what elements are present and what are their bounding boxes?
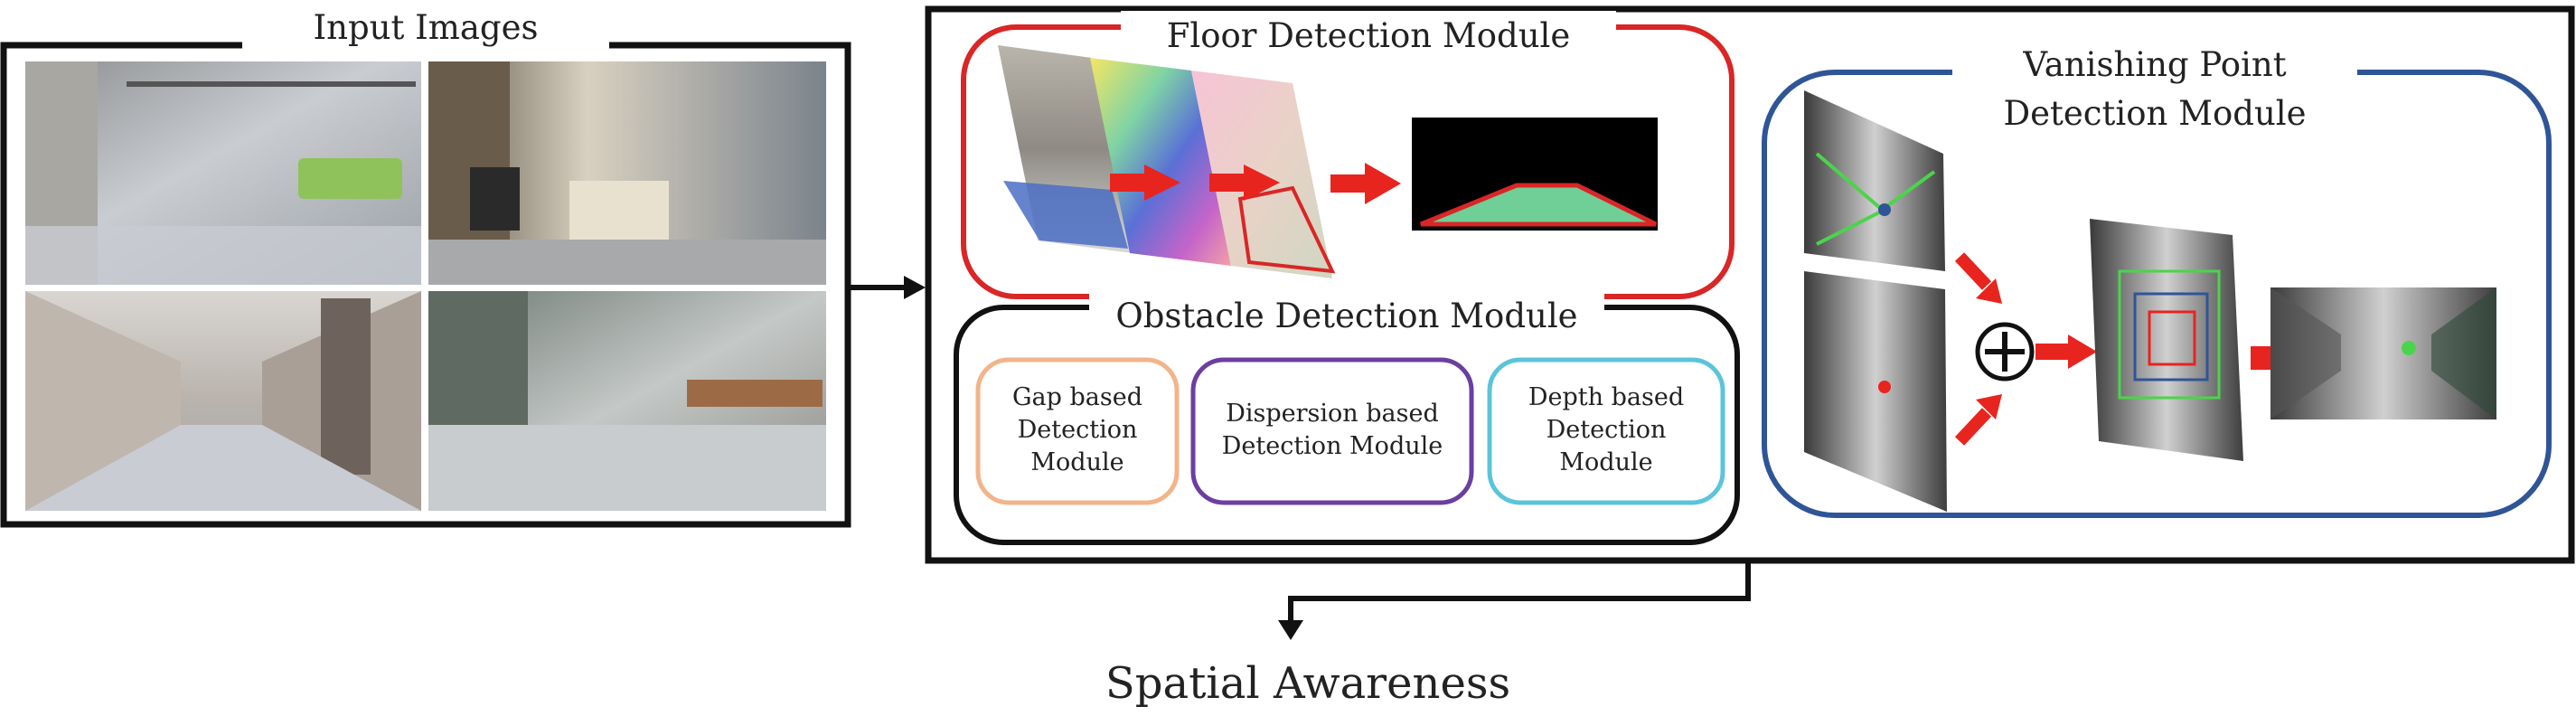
gap-detection-box: Gap based Detection Module [975,357,1180,505]
vp-module-title-line2: Detection Module [2003,94,2306,133]
floor-module-title: Floor Detection Module [1167,16,1571,55]
vp-arrow-to-fusion [2035,334,2097,369]
input-to-main-arrow [848,276,926,299]
input-images-title: Input Images [314,8,539,47]
input-image-garage [428,61,826,285]
gap-box-line-1: Gap based [1012,383,1142,411]
dispersion-box-line-1: Dispersion based [1226,400,1439,428]
floor-stack-arrow-2 [1209,165,1280,201]
floor-mask-output [1412,118,1658,231]
vp-point-frame [1804,271,1947,512]
depth-box-line-2: Detection [1547,416,1667,444]
dispersion-detection-box: Dispersion based Detection Module [1190,357,1474,505]
vp-fusion-frame [2090,219,2243,461]
depth-box-line-1: Depth based [1528,383,1684,411]
obstacle-module-title: Obstacle Detection Module [1115,297,1577,335]
vp-arrow-bottom [1954,394,2002,446]
input-image-corridor [25,291,421,511]
vp-arrow-top [1954,252,2002,304]
vanishing-point-result [2270,287,2496,419]
spatial-awareness-label: Spatial Awareness [1105,658,1510,709]
input-images-panel: Input Images [0,8,851,528]
dispersion-box-line-2: Detection Module [1222,432,1443,460]
floor-stack-arrow-1 [1110,165,1180,201]
depth-detection-box: Depth based Detection Module [1487,357,1725,505]
depth-map-frame [1090,58,1231,266]
vanishing-point-module: Vanishing Point Detection Module [1762,45,2552,518]
gap-box-line-3: Module [1030,448,1123,476]
vp-module-title-line1: Vanishing Point [2022,45,2286,84]
combine-icon [1975,322,2035,382]
floor-output-arrow [1330,163,1401,204]
floor-detection-module: Floor Detection Module [961,11,1735,299]
main-to-output-connector [1278,561,1751,640]
obstacle-detection-module: Obstacle Detection Module Gap based Dete… [954,289,1740,545]
depth-box-line-3: Module [1559,448,1652,476]
input-image-lobby [25,61,421,285]
gap-box-line-2: Detection [1018,416,1138,444]
vp-line-frame [1804,90,1945,271]
input-image-atrium [428,291,826,511]
